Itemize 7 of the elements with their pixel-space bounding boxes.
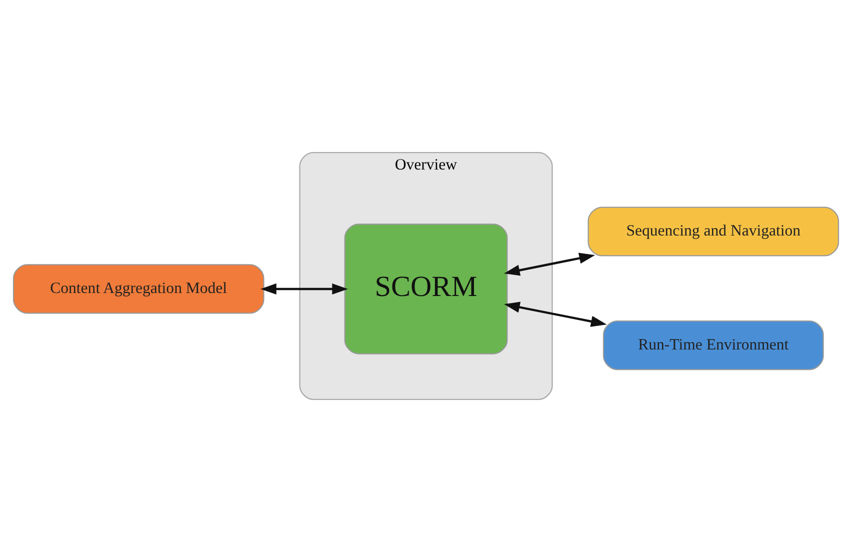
node-box: SCORM bbox=[344, 223, 508, 354]
node-box: Content Aggregation Model bbox=[12, 264, 264, 314]
arrow bbox=[503, 252, 595, 276]
node-box: Sequencing and Navigation bbox=[587, 206, 839, 256]
arrow bbox=[260, 282, 348, 294]
arrow bbox=[503, 301, 606, 326]
node-box: Run-Time Environment bbox=[602, 320, 824, 370]
